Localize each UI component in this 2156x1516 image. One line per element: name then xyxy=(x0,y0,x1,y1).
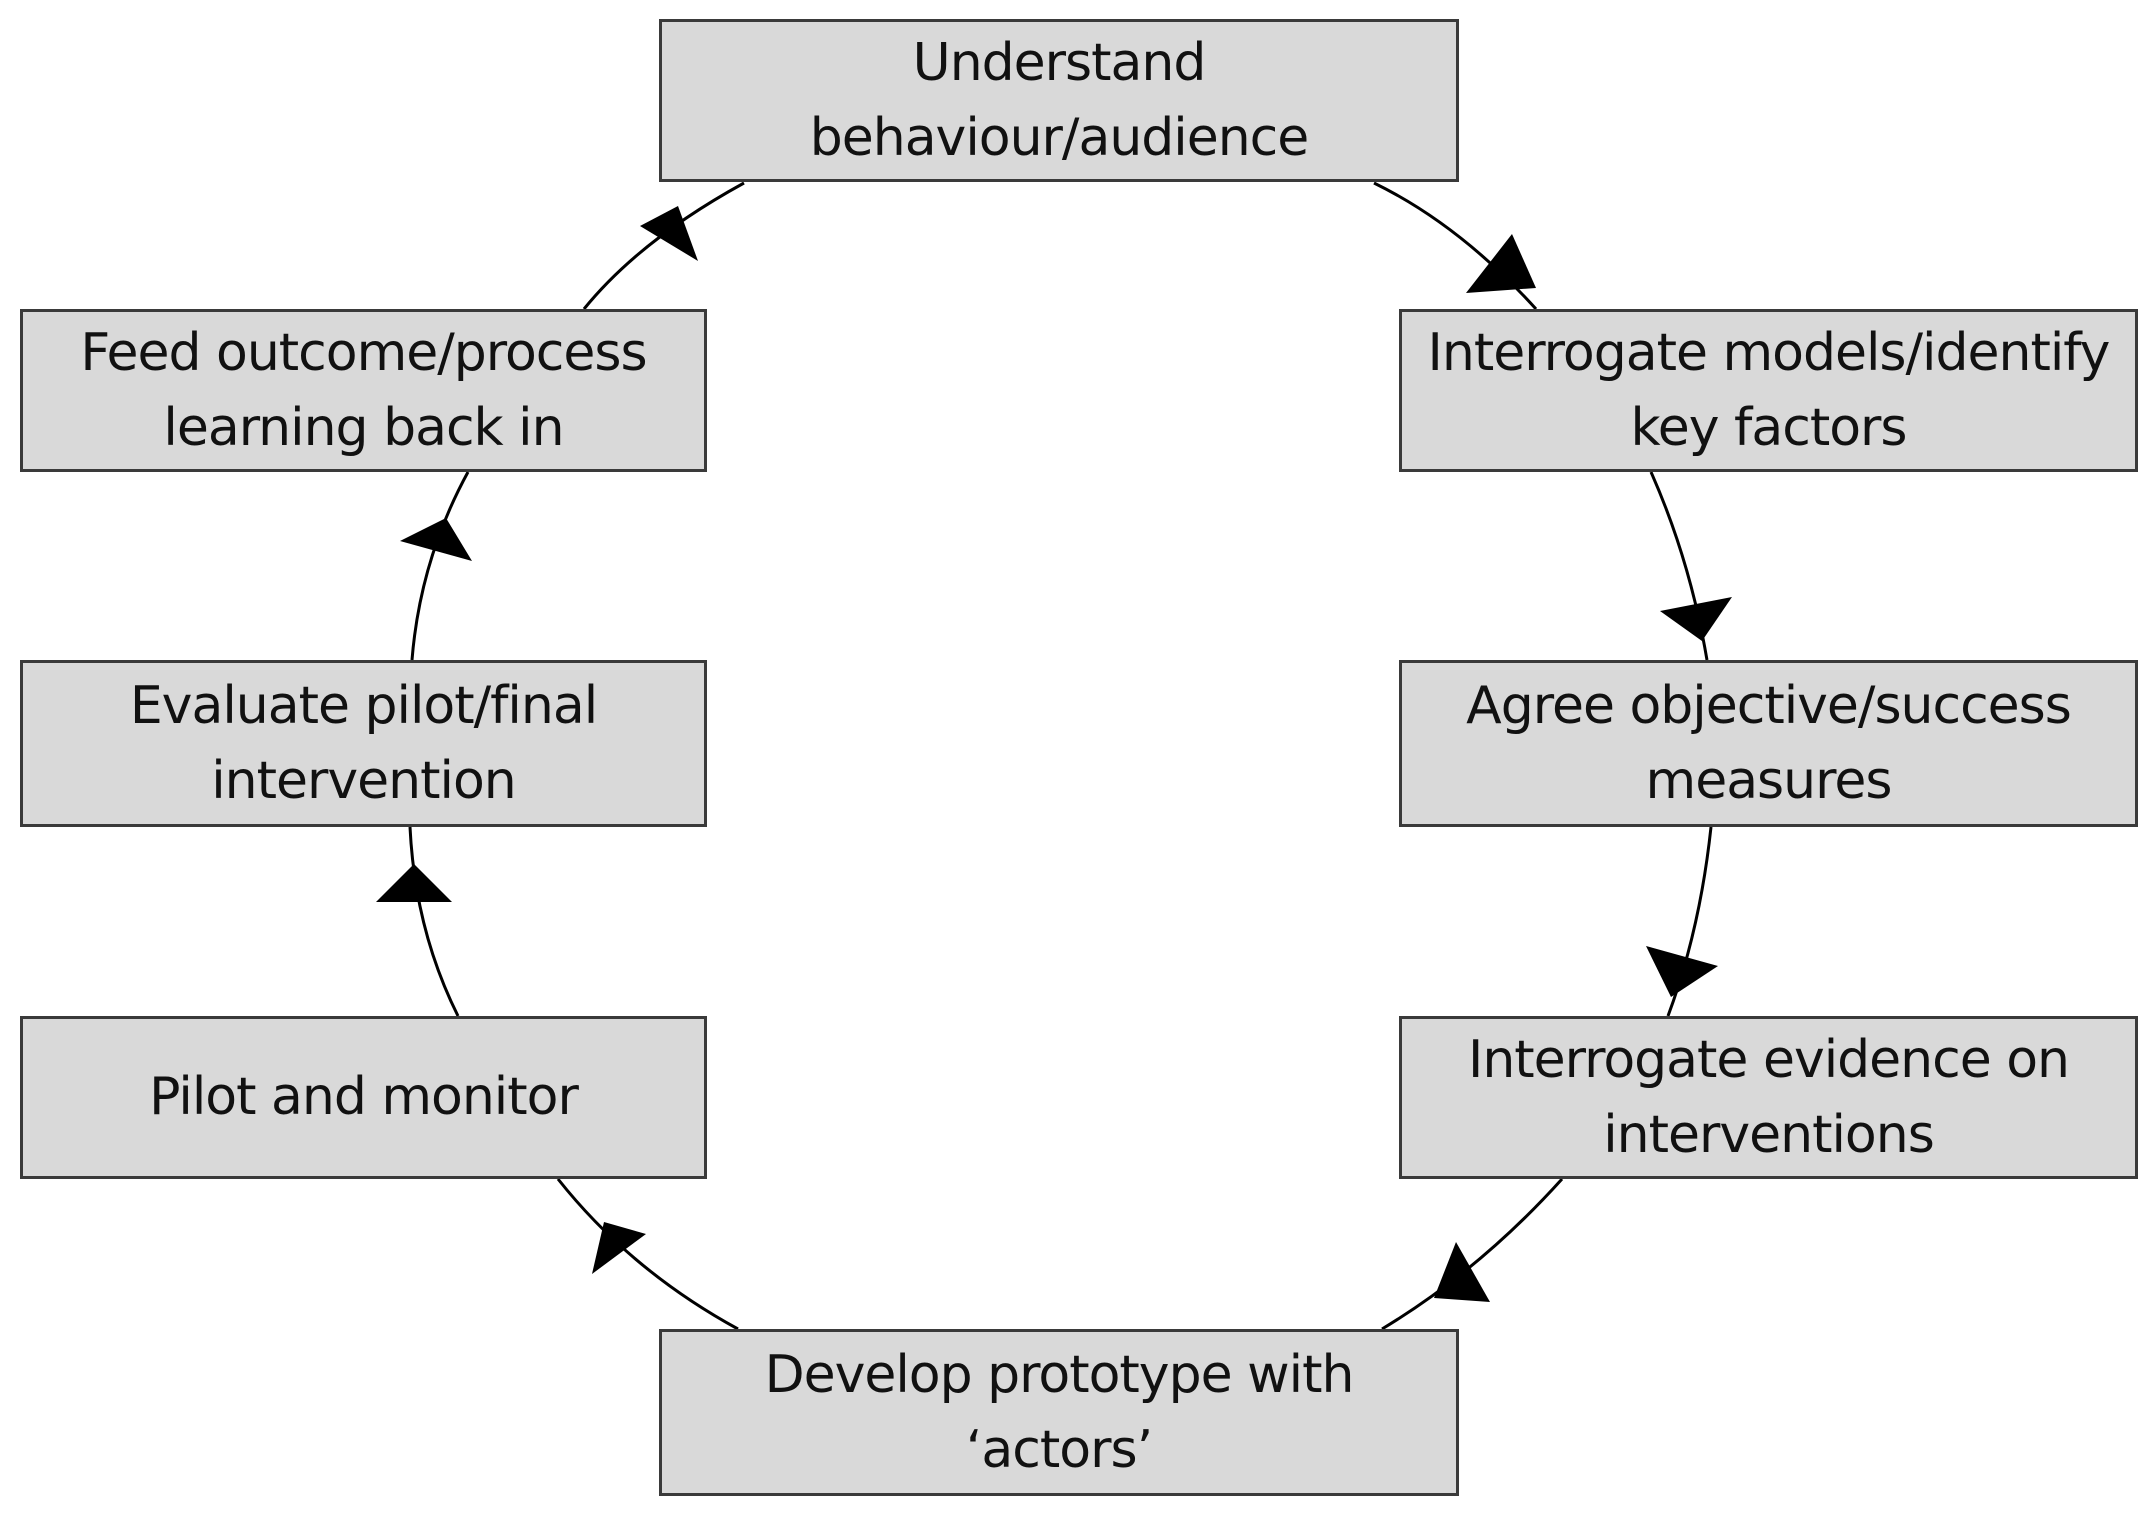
step-interrogate-evidence: Interrogate evidence on interventions xyxy=(1399,1016,2138,1179)
step-label-agree: Agree objective/success measures xyxy=(1466,675,2072,811)
step-label-evaluate: Evaluate pilot/final intervention xyxy=(129,675,598,811)
step-interrogate-models: Interrogate models/identify key factors xyxy=(1399,309,2138,472)
step-label-evidence: Interrogate evidence on interventions xyxy=(1467,1029,2070,1165)
arrowhead-evidence-to-develop xyxy=(1434,1242,1490,1302)
arrowhead-feed-to-understand xyxy=(640,206,698,261)
arrow-evidence-to-develop xyxy=(1381,1177,1564,1331)
arrowhead-interrogate-models-to-agree xyxy=(1660,597,1732,641)
step-label-feed: Feed outcome/process learning back in xyxy=(80,322,647,458)
step-label-develop: Develop prototype with ‘actors’ xyxy=(764,1344,1355,1480)
step-agree-objective: Agree objective/success measures xyxy=(1399,660,2138,827)
step-understand-behaviour-audience: Understand behaviour/audience xyxy=(659,19,1459,182)
arrowhead-evaluate-to-feed xyxy=(400,518,472,561)
step-feed-outcome: Feed outcome/process learning back in xyxy=(20,309,707,472)
step-label-understand: Understand behaviour/audience xyxy=(809,32,1310,168)
arrow-develop-to-pilot xyxy=(556,1178,739,1331)
arrow-agree-to-evidence xyxy=(1666,826,1713,1017)
step-evaluate-pilot: Evaluate pilot/final intervention xyxy=(20,660,707,827)
arrow-feed-to-understand xyxy=(582,181,745,310)
arrowhead-agree-to-evidence xyxy=(1646,946,1718,997)
step-label-interrogate-models: Interrogate models/identify key factors xyxy=(1427,322,2111,458)
step-pilot-and-monitor: Pilot and monitor xyxy=(20,1016,707,1179)
arrowhead-understand-to-interrogate-models xyxy=(1466,234,1536,293)
arrow-evaluate-to-feed xyxy=(410,471,470,661)
step-develop-prototype: Develop prototype with ‘actors’ xyxy=(659,1329,1459,1496)
arrowhead-pilot-to-evaluate xyxy=(376,864,452,902)
arrow-pilot-to-evaluate xyxy=(408,826,460,1017)
step-label-pilot: Pilot and monitor xyxy=(149,1067,579,1127)
arrowhead-develop-to-pilot xyxy=(592,1222,646,1274)
